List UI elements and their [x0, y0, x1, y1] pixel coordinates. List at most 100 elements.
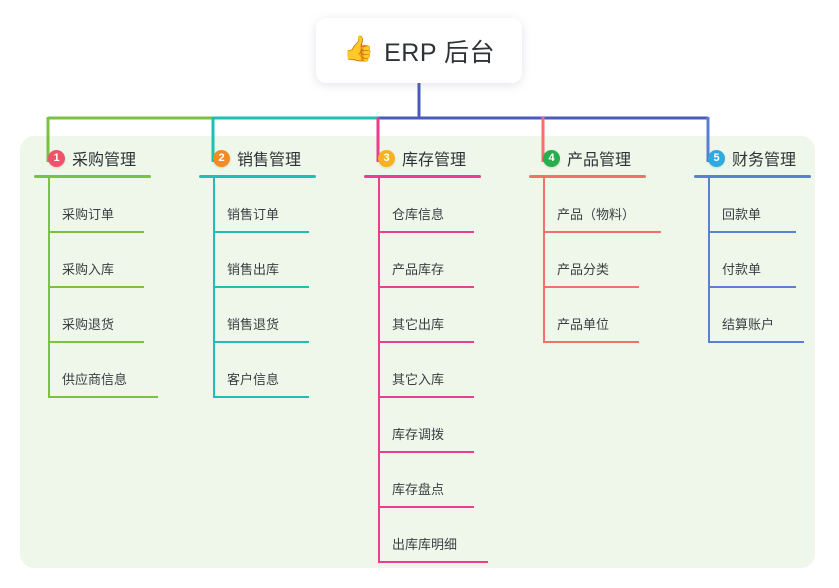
branch-item-rule: [708, 341, 804, 343]
branch-spine: [213, 178, 215, 398]
branch-item-list: 采购订单采购入库采购退货供应商信息: [34, 178, 158, 398]
branch-item-rule: [378, 286, 474, 288]
branch-item[interactable]: 仓库信息: [364, 178, 481, 233]
branch-item-label: 采购退货: [62, 317, 115, 332]
branch-item-label: 回款单: [722, 207, 762, 222]
branch-item-rule: [378, 451, 474, 453]
branch-spine: [48, 178, 50, 398]
branch-header-rule: [694, 175, 811, 178]
branch-item-label: 产品单位: [557, 317, 610, 332]
branch-item[interactable]: 客户信息: [199, 343, 316, 398]
branch-item-list: 产品（物料） 产品分类产品单位: [529, 178, 661, 343]
branch-item[interactable]: 出库库明细: [364, 508, 488, 563]
branch-item[interactable]: 采购订单: [34, 178, 151, 233]
branch-column-2: 2 销售管理销售订单销售出库销售退货客户信息: [199, 146, 316, 398]
branch-item-rule: [48, 396, 158, 398]
branch-item[interactable]: 产品（物料）: [529, 178, 661, 233]
branch-item[interactable]: 供应商信息: [34, 343, 158, 398]
branch-item-rule: [378, 231, 474, 233]
branch-item-label: 产品（物料）: [557, 207, 636, 222]
branch-item[interactable]: 产品分类: [529, 233, 646, 288]
branch-item-label: 库存调拨: [392, 427, 445, 442]
branch-header-2[interactable]: 2 销售管理: [213, 146, 316, 170]
branch-item-label: 库存盘点: [392, 482, 445, 497]
branch-header-rule: [34, 175, 151, 178]
branch-item-list: 销售订单销售出库销售退货客户信息: [199, 178, 316, 398]
branch-item[interactable]: 采购入库: [34, 233, 151, 288]
branch-badge-3: 3: [378, 149, 395, 167]
branch-item-label: 采购订单: [62, 207, 115, 222]
branch-title: 销售管理: [237, 152, 302, 169]
branch-item-label: 仓库信息: [392, 207, 445, 222]
branch-header-3[interactable]: 3 库存管理: [378, 146, 481, 170]
branch-item-rule: [213, 396, 309, 398]
branch-item-rule: [213, 341, 309, 343]
branch-item-label: 出库库明细: [392, 537, 458, 552]
branch-item[interactable]: 销售订单: [199, 178, 316, 233]
branch-header-4[interactable]: 4 产品管理: [543, 146, 646, 170]
branch-badge-1: 1: [48, 149, 65, 167]
branch-item[interactable]: 产品单位: [529, 288, 646, 343]
branch-item[interactable]: 销售退货: [199, 288, 316, 343]
branch-item-rule: [708, 286, 796, 288]
branch-item[interactable]: 销售出库: [199, 233, 316, 288]
branch-title: 库存管理: [402, 152, 467, 169]
branch-item[interactable]: 其它入库: [364, 343, 481, 398]
branches-panel: [20, 136, 815, 568]
branch-item-rule: [213, 286, 309, 288]
branch-column-5: 5 财务管理回款单付款单结算账户: [694, 146, 811, 343]
branch-badge-4: 4: [543, 149, 560, 167]
branch-header-rule: [199, 175, 316, 178]
branch-item[interactable]: 采购退货: [34, 288, 151, 343]
branch-column-1: 1 采购管理采购订单采购入库采购退货供应商信息: [34, 146, 158, 398]
branch-title: 采购管理: [72, 152, 137, 169]
thumbs-up-icon: 👍: [342, 35, 375, 63]
branch-spine: [708, 178, 710, 343]
branch-item-rule: [378, 561, 488, 563]
branch-item-list: 仓库信息产品库存其它出库其它入库库存调拨库存盘点出库库明细: [364, 178, 488, 563]
root-node-card[interactable]: 👍 ERP 后台: [316, 18, 522, 83]
branch-item-label: 销售出库: [227, 262, 280, 277]
branch-column-3: 3 库存管理仓库信息产品库存其它出库其它入库库存调拨库存盘点出库库明细: [364, 146, 488, 563]
branch-item[interactable]: 库存调拨: [364, 398, 481, 453]
branch-item[interactable]: 库存盘点: [364, 453, 481, 508]
branch-item-rule: [543, 341, 639, 343]
branch-badge-2: 2: [213, 149, 230, 167]
branch-item-label: 客户信息: [227, 372, 280, 387]
branch-item-rule: [708, 231, 796, 233]
branch-item-label: 产品分类: [557, 262, 610, 277]
branch-item[interactable]: 其它出库: [364, 288, 481, 343]
root-node-title: ERP 后台: [384, 38, 496, 67]
branch-column-4: 4 产品管理产品（物料） 产品分类产品单位: [529, 146, 661, 343]
branch-item-rule: [543, 231, 661, 233]
branch-title: 产品管理: [567, 152, 632, 169]
branch-header-5[interactable]: 5 财务管理: [708, 146, 811, 170]
branch-item[interactable]: 产品库存: [364, 233, 481, 288]
branch-item-rule: [378, 341, 474, 343]
branch-item-label: 其它出库: [392, 317, 445, 332]
branch-item-rule: [213, 231, 309, 233]
branch-item-label: 供应商信息: [62, 372, 128, 387]
branch-item-label: 销售订单: [227, 207, 280, 222]
branch-item-rule: [543, 286, 639, 288]
branch-item-list: 回款单付款单结算账户: [694, 178, 811, 343]
branch-title: 财务管理: [732, 152, 797, 169]
branch-item-label: 产品库存: [392, 262, 445, 277]
branch-item-rule: [378, 506, 474, 508]
branch-item[interactable]: 回款单: [694, 178, 811, 233]
branch-spine: [543, 178, 545, 343]
branch-item-rule: [48, 341, 144, 343]
branch-badge-5: 5: [708, 149, 725, 167]
branch-item-label: 付款单: [722, 262, 762, 277]
branch-item-label: 采购入库: [62, 262, 115, 277]
branch-header-1[interactable]: 1 采购管理: [48, 146, 151, 170]
branch-item-label: 结算账户: [722, 317, 775, 332]
branch-item-rule: [48, 231, 144, 233]
branch-header-rule: [529, 175, 646, 178]
branch-item[interactable]: 结算账户: [694, 288, 811, 343]
branch-item-label: 其它入库: [392, 372, 445, 387]
branch-item-rule: [378, 396, 474, 398]
branch-item[interactable]: 付款单: [694, 233, 811, 288]
branch-header-rule: [364, 175, 481, 178]
